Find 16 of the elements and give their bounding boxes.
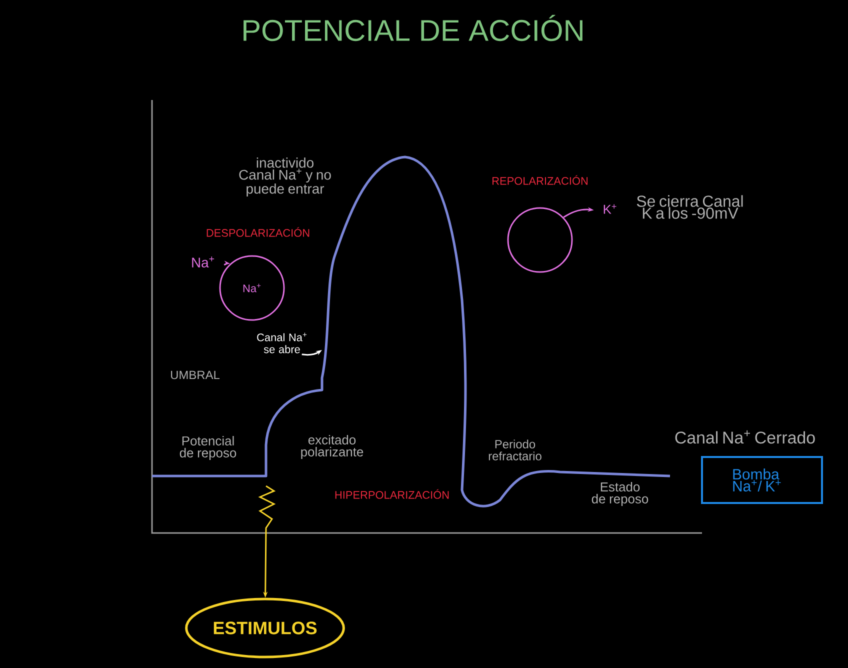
node-label: K$^{+}$ <box>604 204 616 214</box>
title: POTENCIAL DE ACCIÓN <box>244 14 582 42</box>
cell-circle <box>507 207 573 273</box>
node-label: Canal Na$^{+}$ se abre <box>257 332 307 354</box>
annotation: excitado polarizante <box>301 434 364 459</box>
annotation: UMBRAL <box>171 370 220 380</box>
node-label: Na$^{+}$ <box>192 256 214 268</box>
annotation: Periodo refractario <box>488 440 542 460</box>
annotation: Estado de reposo <box>592 482 648 506</box>
annotation: REPOLARIZACIÓN <box>492 175 588 185</box>
annotation: inactivido Canal Na$^{+}$ y no puede entrar <box>239 158 331 196</box>
annotation: DESPOLARIZACIÓN <box>206 227 310 237</box>
annotation: Potencial de reposo <box>180 436 236 460</box>
pump-box: Bomba Na$^{+}$/ K$^{+}$ <box>701 456 823 504</box>
annotation: HIPERPOLARIZACIÓN <box>335 489 449 499</box>
annotation: Se cierra Canal K a los -90mV <box>636 195 743 219</box>
